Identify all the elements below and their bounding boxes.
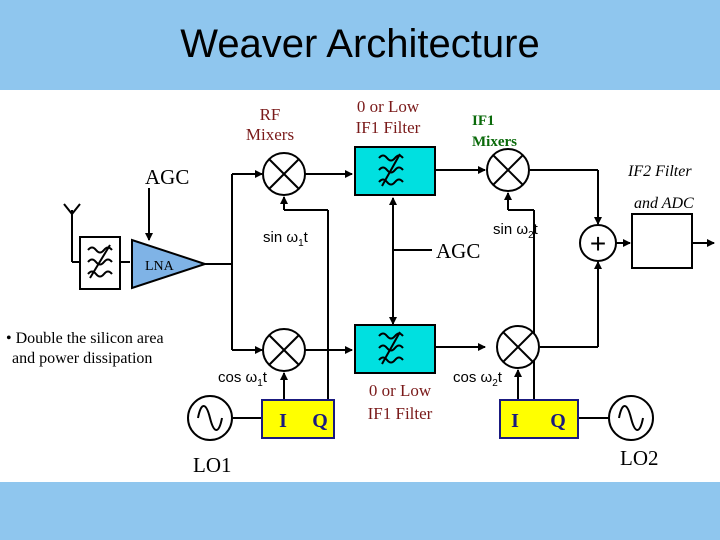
if1-filter-bottom	[354, 324, 436, 374]
summer-plus-label: +	[590, 228, 606, 259]
if1-mixer-top	[486, 148, 530, 192]
antenna-icon	[63, 203, 81, 216]
iq1-i-label: I	[279, 410, 287, 432]
if1-filter-top-label-1: 0 or Low	[357, 97, 420, 116]
if2-filter-adc-block	[631, 213, 693, 269]
summer-node: +	[579, 224, 617, 262]
iq-splitter-2: I Q	[499, 399, 579, 439]
sin-w2t-label: sin ω2t	[493, 221, 539, 241]
if2-filter-label-2: and ADC	[634, 195, 694, 212]
lo1-label: LO1	[193, 453, 232, 477]
rf-mixer-bottom	[262, 328, 306, 372]
iq2-q-label: Q	[550, 410, 566, 432]
cos-w1t-label: cos ω1t	[218, 369, 268, 389]
iq2-i-label: I	[511, 410, 519, 432]
note-line-1: • Double the silicon area	[6, 330, 164, 347]
if1-mixer-bottom	[496, 325, 540, 369]
if1-filter-bottom-label-1: 0 or Low	[369, 381, 432, 400]
agc-label-top: AGC	[145, 165, 189, 189]
if2-filter-label-1: IF2 Filter	[627, 163, 692, 180]
diagram-panel: LNA AGC RF Mixers 0 or Low IF1 Filter 0 …	[0, 90, 720, 482]
if1-filter-top	[354, 146, 436, 196]
if1-filter-top-label-2: IF1 Filter	[356, 118, 421, 137]
sin-w1t-label: sin ω1t	[263, 229, 309, 249]
note-line-2: and power dissipation	[12, 350, 152, 367]
lo2-oscillator-icon	[608, 395, 654, 441]
lo2-label: LO2	[620, 446, 659, 470]
rf-mixer-top	[262, 152, 306, 196]
preselect-filter	[79, 236, 121, 290]
if1-mixers-label-2: Mixers	[472, 134, 517, 150]
slide-title: Weaver Architecture	[180, 22, 540, 66]
weaver-diagram: LNA AGC RF Mixers 0 or Low IF1 Filter 0 …	[6, 97, 715, 477]
lna-label: LNA	[145, 259, 175, 274]
agc-label-mid: AGC	[436, 239, 480, 263]
iq1-q-label: Q	[312, 410, 328, 432]
lna-amplifier: LNA	[131, 238, 209, 290]
rf-mixers-label-2: Mixers	[246, 125, 294, 144]
lo1-oscillator-icon	[187, 395, 233, 441]
signal-wires	[71, 166, 715, 419]
iq-splitter-1: I Q	[261, 399, 335, 439]
if1-filter-bottom-label-2: IF1 Filter	[368, 404, 433, 423]
cos-w2t-label: cos ω2t	[453, 369, 503, 389]
rf-mixers-label-1: RF	[260, 105, 281, 124]
if1-mixers-label-1: IF1	[472, 113, 495, 129]
